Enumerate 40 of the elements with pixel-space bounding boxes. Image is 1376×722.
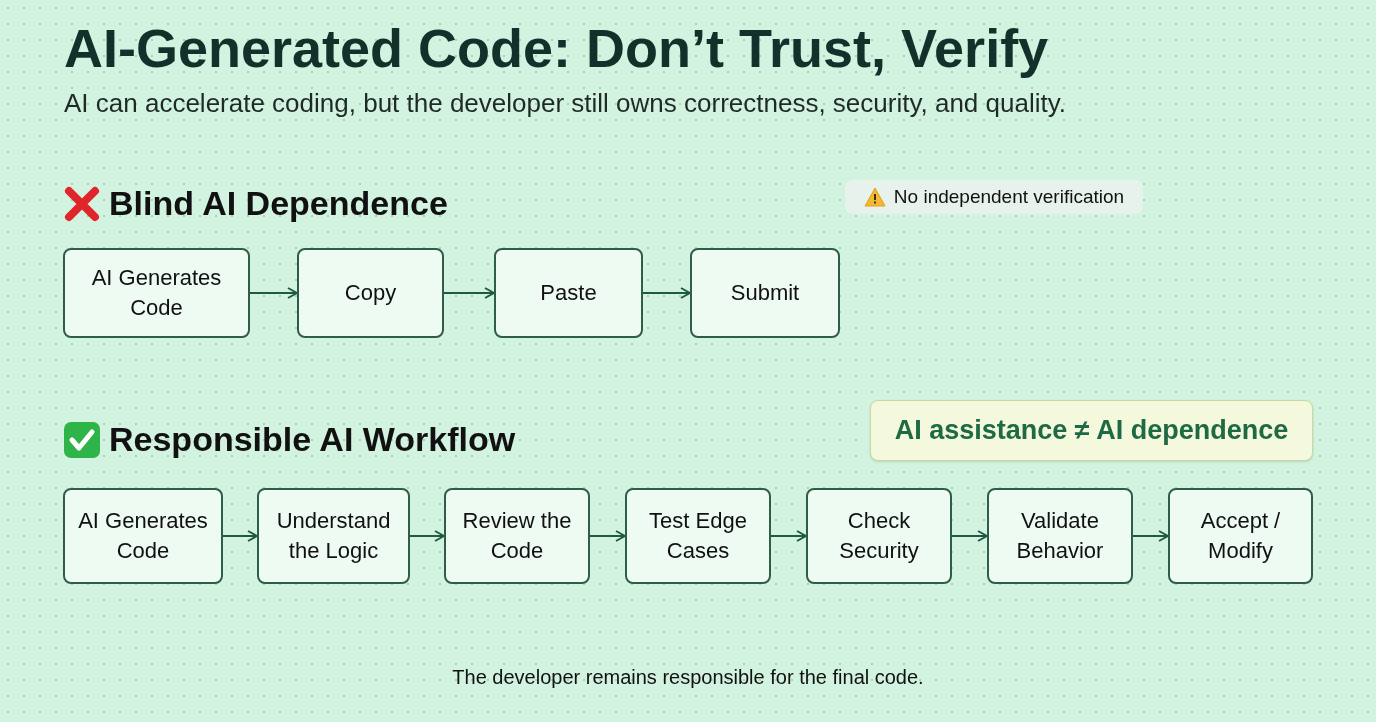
title: AI-Generated Code: Don’t Trust, Verify — [64, 17, 1049, 80]
node-text: Review the Code — [461, 507, 573, 565]
node-text: AI Generates Code — [77, 507, 209, 565]
arrow — [222, 530, 258, 542]
node-text: Test Edge Cases — [648, 507, 748, 565]
node-text: Paste — [540, 279, 597, 307]
process-box — [494, 248, 643, 338]
node-text: Accept / Modify — [1199, 507, 1282, 565]
callout-box — [870, 400, 1313, 461]
node-text: Submit — [730, 279, 800, 307]
process-box — [297, 248, 444, 338]
node-text: Validate Behavior — [1015, 507, 1105, 565]
node-text: AI assistance ≠ AI dependence — [894, 414, 1289, 448]
arrow — [409, 530, 445, 542]
arrow — [249, 287, 298, 299]
section-heading: Responsible AI Workflow — [109, 419, 516, 460]
node-text: Understand the Logic — [275, 507, 392, 565]
warning-badge — [845, 180, 1143, 214]
arrow — [770, 530, 807, 542]
caption: The developer remains responsible for the final code. — [451, 665, 925, 690]
node-text: Copy — [344, 279, 397, 307]
subtitle: AI can accelerate coding, but the developer still owns correctness, security, and quality. — [64, 87, 1066, 120]
arrow — [589, 530, 626, 542]
process-box — [690, 248, 840, 338]
node-text: No independent verification — [893, 184, 1125, 209]
arrow — [951, 530, 988, 542]
process-box — [1168, 488, 1313, 584]
arrow — [1132, 530, 1169, 542]
process-box — [806, 488, 952, 584]
arrow — [443, 287, 495, 299]
process-box — [987, 488, 1133, 584]
process-box — [63, 248, 250, 338]
node-text: Check Security — [838, 507, 920, 565]
process-box — [257, 488, 410, 584]
process-box — [63, 488, 223, 584]
process-box — [625, 488, 771, 584]
arrow — [642, 287, 691, 299]
node-text: AI Generates Code — [90, 264, 223, 322]
section-heading: Blind AI Dependence — [109, 183, 448, 224]
process-box — [444, 488, 590, 584]
